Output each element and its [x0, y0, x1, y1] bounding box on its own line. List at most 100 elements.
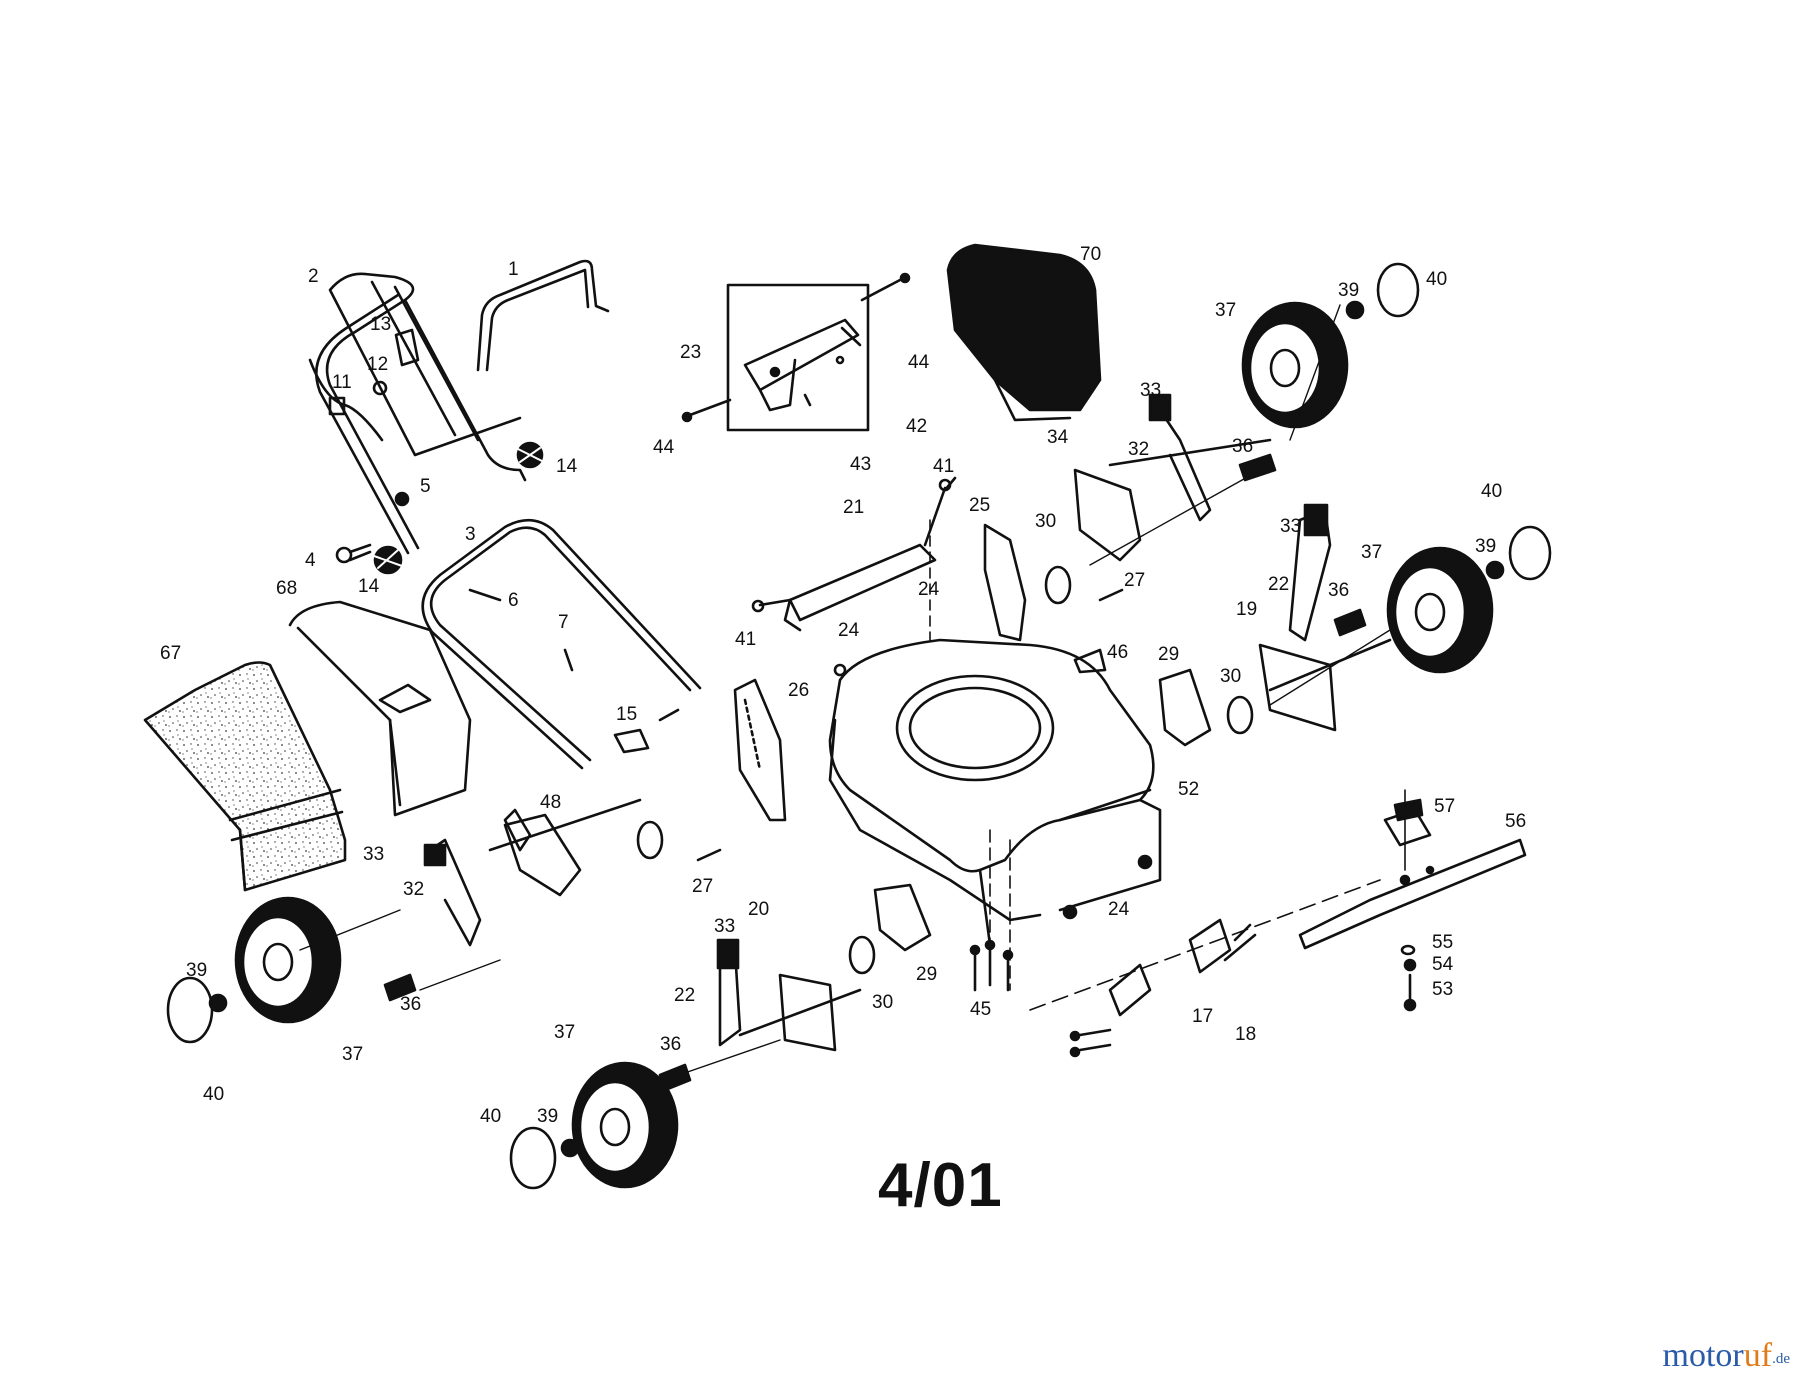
label-part-39c: 39 [186, 960, 207, 981]
knob-12 [372, 380, 388, 396]
label-part-33a: 33 [1140, 380, 1161, 401]
grass-bag [143, 661, 347, 892]
nut-top-right [1345, 300, 1365, 320]
watermark-logo: motoruf.de [1663, 1337, 1790, 1375]
label-part-40d: 40 [480, 1106, 501, 1127]
left-front-height-bracket [423, 798, 642, 947]
wheel-left [234, 896, 342, 1024]
deflector-kit-box [681, 272, 911, 432]
label-part-34: 34 [1047, 427, 1069, 448]
label-part-44b: 44 [653, 437, 675, 458]
label-part-4: 4 [305, 550, 316, 571]
label-part-41a: 41 [933, 456, 954, 477]
label-part-40c: 40 [203, 1084, 224, 1105]
blade-hardware [1400, 944, 1417, 1012]
label-part-40b: 40 [1481, 481, 1502, 502]
label-part-39d: 39 [537, 1106, 558, 1127]
label-part-37d: 37 [554, 1022, 575, 1043]
bushing-c [636, 820, 664, 860]
label-part-27a: 27 [1124, 570, 1145, 591]
label-part-56: 56 [1505, 811, 1526, 832]
hubcap-top-right [1376, 262, 1420, 318]
label-part-36d: 36 [660, 1034, 681, 1055]
label-part-53: 53 [1432, 979, 1453, 1000]
label-part-24c: 24 [1108, 899, 1130, 920]
label-part-29a: 29 [1158, 644, 1179, 665]
label-part-11: 11 [332, 372, 352, 393]
label-part-70: 70 [1080, 244, 1101, 265]
label-part-42: 42 [906, 416, 927, 437]
label-part-33c: 33 [363, 844, 384, 865]
label-part-21: 21 [843, 497, 864, 518]
axle-bolt-d [658, 1063, 692, 1092]
label-part-30b: 30 [1220, 666, 1241, 687]
label-part-17: 17 [1192, 1006, 1213, 1027]
label-part-41b: 41 [735, 629, 756, 650]
nut-left [208, 993, 228, 1013]
bolt-7 [563, 648, 574, 672]
label-part-15: 15 [616, 704, 637, 725]
label-part-22a: 22 [1268, 574, 1289, 595]
label-part-19: 19 [1236, 599, 1257, 620]
wheel-bottom [571, 1061, 679, 1189]
label-part-37b: 37 [1361, 542, 1382, 563]
label-part-55: 55 [1432, 932, 1453, 953]
label-part-27b: 27 [692, 876, 713, 897]
lower-handle [421, 518, 702, 770]
handle-bracket [394, 328, 420, 367]
label-part-45: 45 [970, 999, 991, 1020]
label-part-36c: 36 [400, 994, 421, 1015]
label-part-14a: 14 [556, 456, 578, 477]
rear-bracket-right [983, 523, 1027, 642]
engine [946, 243, 1102, 422]
label-part-18: 18 [1235, 1024, 1256, 1045]
nut-mid-right [1485, 560, 1505, 580]
axle-line-1 [1089, 304, 1341, 566]
bushing-a [1044, 565, 1072, 605]
handle-knob-upper [515, 441, 545, 469]
label-part-67: 67 [160, 643, 181, 664]
label-part-6: 6 [508, 590, 519, 611]
label-part-1: 1 [508, 259, 519, 280]
mower-blade [1298, 838, 1527, 950]
label-part-39b: 39 [1475, 536, 1496, 557]
bolt-4 [335, 543, 372, 564]
mulch-plate-29b [873, 883, 932, 952]
right-rear-height-bracket [1258, 503, 1392, 732]
hubcap-mid-right [1508, 525, 1552, 581]
part-labels: 1 2 3 4 5 6 7 11 12 13 14 14 15 17 18 19… [160, 244, 1526, 1127]
bushing-d [848, 935, 876, 975]
label-part-25: 25 [969, 495, 990, 516]
axle-bolt-b [1333, 608, 1367, 637]
grass-bag-frame [288, 600, 472, 817]
label-part-2: 2 [308, 266, 319, 287]
mower-deck [828, 638, 1162, 947]
label-part-54: 54 [1432, 954, 1454, 975]
blade-adapter [1383, 798, 1432, 847]
label-part-29b: 29 [916, 964, 937, 985]
label-part-14b: 14 [358, 576, 380, 597]
hubcap-left [166, 976, 214, 1044]
label-part-57: 57 [1434, 796, 1455, 817]
label-part-33d: 33 [714, 916, 735, 937]
label-part-22b: 22 [674, 985, 695, 1006]
axle-line-2 [1269, 629, 1391, 706]
right-front-height-bracket [1073, 393, 1272, 562]
label-part-20: 20 [748, 899, 769, 920]
label-part-24b: 24 [838, 620, 860, 641]
small-hardware-24a [833, 663, 847, 677]
revision-code: 4/01 [878, 1151, 1003, 1220]
deck-bolts-45 [969, 939, 1014, 992]
watermark-part2: uf [1743, 1337, 1773, 1374]
small-hardware-24c [1062, 904, 1078, 920]
control-bail [476, 259, 610, 372]
label-part-13: 13 [370, 314, 391, 335]
baffle-plates [1069, 918, 1257, 1058]
label-part-68: 68 [276, 578, 297, 599]
watermark-suffix: .de [1772, 1351, 1790, 1367]
wheel-top-right [1241, 301, 1349, 429]
label-part-43: 43 [850, 454, 871, 475]
watermark-part1: motor [1662, 1337, 1744, 1374]
